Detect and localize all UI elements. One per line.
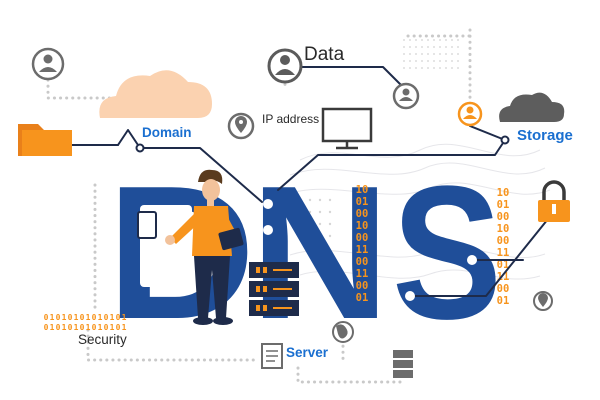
binary-digit: 0 (44, 323, 49, 332)
binary-digit: 1 (74, 313, 79, 322)
dot-grid-top (403, 39, 459, 69)
binary-digit: 11 (356, 244, 369, 256)
person-illustration (137, 169, 244, 325)
label-storage: Storage (517, 127, 573, 144)
cloud-icon (99, 70, 212, 118)
binary-digit: 0 (68, 323, 73, 332)
letter-s: S (392, 147, 502, 359)
contour-lines (284, 143, 551, 280)
binary-digit: 00 (356, 280, 369, 292)
node-dot (263, 199, 273, 209)
binary-digit: 0 (116, 323, 121, 332)
binary-digit: 00 (356, 208, 369, 220)
binary-digit: 01 (497, 199, 510, 211)
binary-digit: 0 (80, 313, 85, 322)
binary-digit: 10 (497, 187, 510, 199)
binary-digit: 0 (116, 313, 121, 322)
binary-digit: 1 (62, 323, 67, 332)
binary-digit: 00 (497, 211, 510, 223)
location-pin-icon (533, 291, 553, 311)
server-rack-icon (249, 262, 299, 316)
binary-digit: 1 (86, 313, 91, 322)
binary-digit: 10 (356, 184, 369, 196)
globe-icon (332, 321, 354, 343)
binary-digit: 0 (56, 323, 61, 332)
letter-nodes (263, 199, 477, 301)
binary-digit: 00 (497, 283, 510, 295)
binary-digit: 10 (497, 223, 510, 235)
binary-digit: 1 (122, 313, 127, 322)
binary-digit: 1 (110, 313, 115, 322)
binary-digit: 00 (356, 232, 369, 244)
binary-digit: 10 (356, 220, 369, 232)
monitor-icon (321, 107, 373, 150)
server-icon (393, 350, 413, 378)
binary-digit: 1 (50, 323, 55, 332)
node-dot (405, 291, 415, 301)
binary-digit: 1 (50, 313, 55, 322)
binary-digit: 0 (56, 313, 61, 322)
dot-grid-center (298, 198, 332, 238)
label-server: Server (286, 345, 329, 360)
label-ip-address: IP address (262, 112, 319, 126)
letter-n: N (250, 147, 390, 359)
node-dot (263, 225, 273, 235)
location-pin-icon (227, 112, 255, 140)
network-connectors (47, 66, 553, 297)
binary-digit: 11 (497, 247, 510, 259)
node-dot (500, 135, 510, 145)
binary-digit: 1 (98, 313, 103, 322)
binary-digit: 1 (98, 323, 103, 332)
binary-digit: 1 (122, 323, 127, 332)
binary-digit: 01 (497, 295, 510, 307)
padlock-icon (538, 180, 570, 222)
binary-digit: 0 (68, 313, 73, 322)
binary-digit: 01 (497, 259, 510, 271)
binary-digit: 1 (86, 323, 91, 332)
user-icon (392, 82, 420, 110)
data-user-icon (267, 48, 303, 84)
cloud-icon (499, 92, 565, 122)
tablet-icon (137, 211, 157, 239)
binary-digit: 0 (80, 323, 85, 332)
binary-digit: 00 (497, 235, 510, 247)
binary-security-row: 0 1 0 1 0 1 0 1 0 1 0 1 0 1 0 1 0 1 0 1 … (44, 313, 127, 332)
binary-digit: 0 (104, 313, 109, 322)
binary-digit: 1 (62, 313, 67, 322)
label-domain: Domain (142, 125, 192, 140)
binary-digit: 01 (356, 196, 369, 208)
binary-digit: 1 (74, 323, 79, 332)
binary-digit: 0 (92, 323, 97, 332)
label-security: Security (78, 332, 127, 347)
binary-digit: 1 (110, 323, 115, 332)
document-icon (261, 343, 283, 369)
binary-digit: 0 (104, 323, 109, 332)
label-data: Data (304, 44, 345, 65)
user-icon (31, 47, 65, 81)
node-dot (467, 255, 477, 265)
binary-digit: 01 (356, 292, 369, 304)
binary-digit: 11 (356, 268, 369, 280)
binary-n-column: 10 01 00 10 00 11 00 11 00 01 (356, 184, 369, 304)
binary-digit: 00 (356, 256, 369, 268)
binary-right-column: 10 01 00 10 00 11 01 11 00 01 (497, 187, 510, 307)
binary-digit: 0 (92, 313, 97, 322)
orange-user-icon (457, 101, 483, 127)
binary-digit: 0 (44, 313, 49, 322)
node-dot (135, 143, 145, 153)
folder-icon (18, 124, 72, 156)
